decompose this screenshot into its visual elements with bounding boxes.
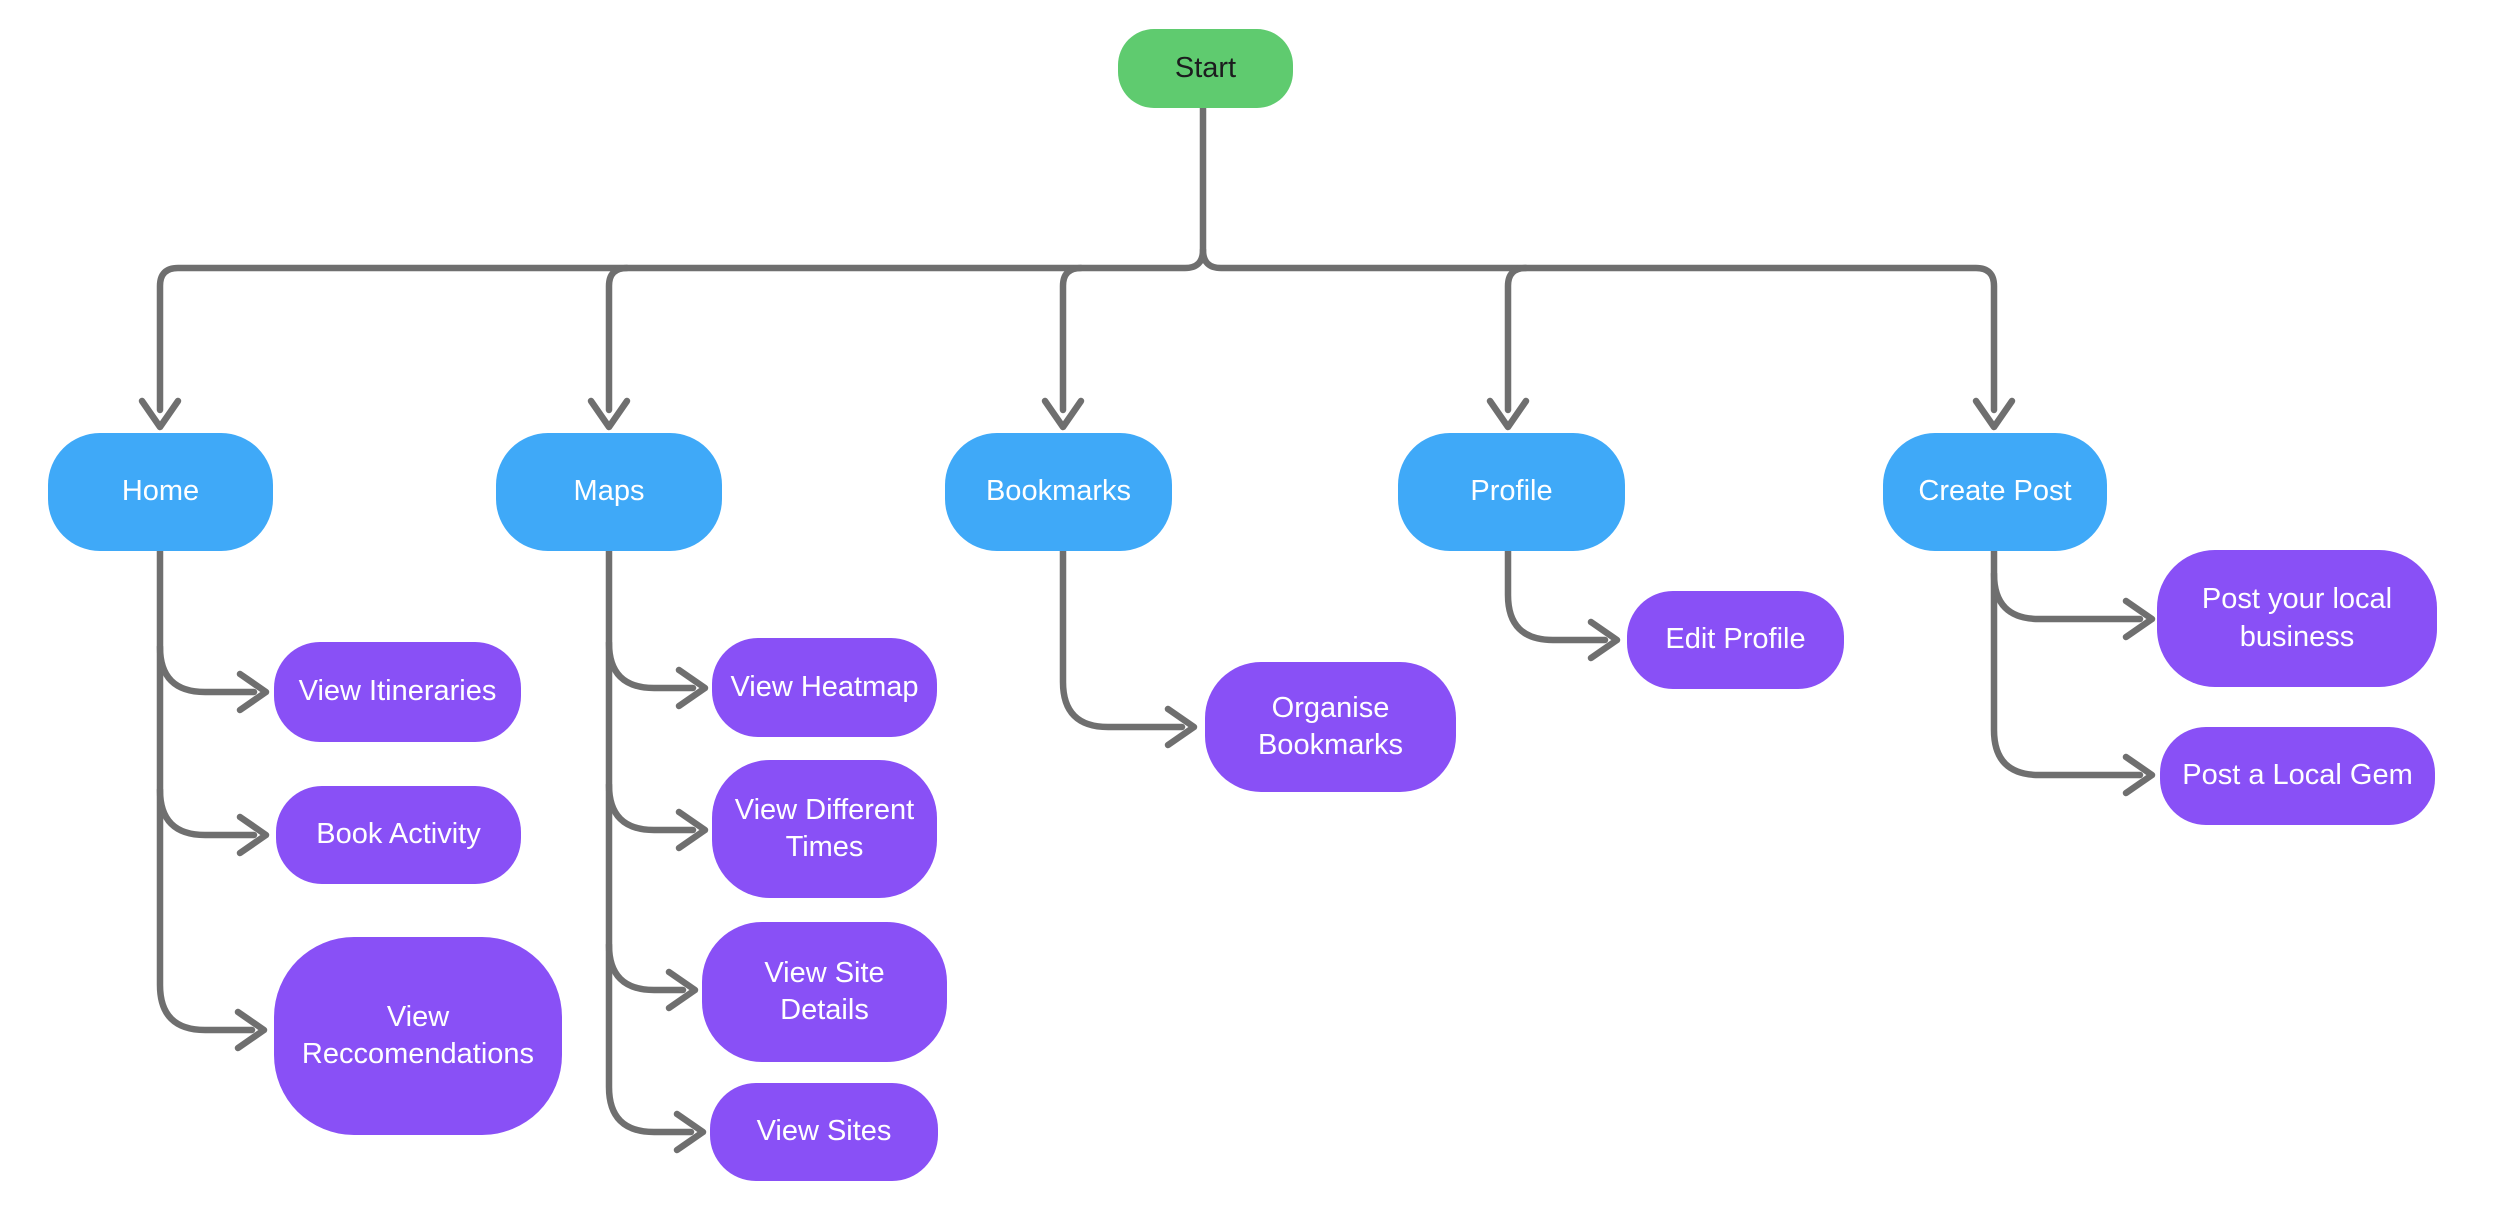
edge-create-post-post-your-local-business (1990, 570, 2144, 623)
edge-start-maps (605, 264, 631, 414)
node-post-your-local-business-label: Post your local business (2201, 583, 2393, 653)
node-view-reccomendations-label: View Reccomendations (301, 1000, 535, 1070)
edge-bookmarks-organise-bookmarks (1059, 547, 1186, 731)
arrowhead-organise-bookmarks (1164, 705, 1198, 749)
node-profile[interactable]: Profile (1398, 433, 1625, 551)
edge-home-view-itineraries (156, 643, 258, 696)
node-view-site-details[interactable]: View Site Details (702, 922, 947, 1062)
node-view-heatmap-label: View Heatmap (730, 670, 919, 703)
arrowhead-view-site-details (665, 968, 699, 1012)
edge-maps-view-site-details (605, 941, 687, 994)
node-view-site-details-label: View Site Details (764, 956, 885, 1026)
node-edit-profile[interactable]: Edit Profile (1627, 591, 1844, 689)
edge-home-book-activity (156, 786, 258, 839)
node-bookmarks-label: Bookmarks (985, 475, 1132, 508)
edge-maps-view-different-times (605, 781, 697, 834)
node-maps[interactable]: Maps (496, 433, 722, 551)
edge-home-view-reccomendations (156, 547, 256, 1034)
node-post-a-local-gem[interactable]: Post a Local Gem (2160, 727, 2435, 825)
edge-maps-view-sites (605, 547, 695, 1136)
arrowhead-view-heatmap (675, 666, 709, 710)
arrowhead-view-different-times (675, 808, 709, 852)
edge-start-bookmarks (1059, 264, 1085, 414)
node-edit-profile-label: Edit Profile (1665, 623, 1806, 656)
arrowhead-edit-profile (1587, 618, 1621, 662)
node-view-itineraries-label: View Itineraries (298, 675, 497, 708)
node-organise-bookmarks[interactable]: Organise Bookmarks (1205, 662, 1456, 792)
node-bookmarks[interactable]: Bookmarks (945, 433, 1172, 551)
node-view-reccomendations[interactable]: View Reccomendations (274, 937, 562, 1135)
edge-maps-view-heatmap (605, 639, 697, 692)
edge-start-home (156, 103, 1207, 414)
node-view-sites[interactable]: View Sites (710, 1083, 938, 1181)
node-book-activity-label: Book Activity (316, 818, 481, 851)
node-maps-label: Maps (573, 475, 645, 508)
node-start-label: Start (1174, 51, 1237, 84)
node-start[interactable]: Start (1118, 29, 1293, 108)
arrowhead-view-reccomendations (234, 1008, 268, 1052)
node-create-post[interactable]: Create Post (1883, 433, 2107, 551)
arrowhead-home (138, 397, 182, 431)
node-view-itineraries[interactable]: View Itineraries (274, 642, 521, 742)
edge-create-post-post-a-local-gem (1990, 547, 2144, 779)
edge-start-create-post (1199, 246, 1998, 414)
arrowhead-post-your-local-business (2122, 597, 2156, 641)
node-view-sites-label: View Sites (756, 1115, 892, 1148)
node-post-a-local-gem-label: Post a Local Gem (2182, 759, 2413, 792)
node-view-heatmap[interactable]: View Heatmap (712, 638, 937, 737)
arrowhead-create-post (1972, 397, 2016, 431)
node-home[interactable]: Home (48, 433, 273, 551)
node-home-label: Home (121, 475, 200, 508)
arrowhead-view-itineraries (236, 670, 270, 714)
arrowhead-maps (587, 397, 631, 431)
arrowhead-view-sites (673, 1110, 707, 1154)
node-book-activity[interactable]: Book Activity (276, 786, 521, 884)
arrowhead-profile (1486, 397, 1530, 431)
edge-profile-edit-profile (1504, 547, 1609, 644)
arrowhead-post-a-local-gem (2122, 753, 2156, 797)
node-post-your-local-business[interactable]: Post your local business (2157, 550, 2437, 687)
arrowhead-book-activity (236, 813, 270, 857)
node-view-different-times[interactable]: View Different Times (712, 760, 937, 898)
node-create-post-label: Create Post (1918, 475, 2072, 508)
node-view-different-times-label: View Different Times (734, 793, 915, 863)
arrowhead-bookmarks (1041, 397, 1085, 431)
edge-start-profile (1504, 264, 1530, 414)
node-organise-bookmarks-label: Organise Bookmarks (1257, 691, 1404, 761)
node-profile-label: Profile (1470, 475, 1553, 508)
